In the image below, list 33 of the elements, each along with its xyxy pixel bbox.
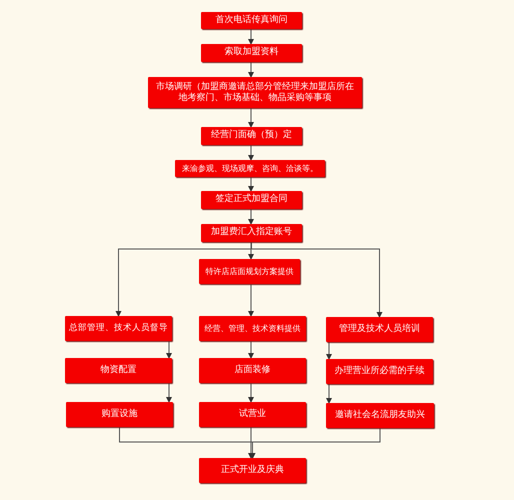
process-box: 特许店店面规划方案提供: [199, 259, 300, 284]
process-box: 市场调研（加盟商邀请总部分管经理来加盟店所在地考察门、市场基础、物品采购等事项: [148, 77, 362, 108]
arrow: [248, 108, 254, 128]
arrow: [248, 176, 254, 192]
arrow: [248, 144, 254, 161]
arrow: [248, 340, 254, 359]
arrow: [166, 382, 172, 403]
process-box: 签定正式加盟合同: [201, 191, 302, 209]
arrow: [326, 384, 332, 404]
arrow: [248, 426, 254, 459]
arrow: [326, 342, 332, 360]
process-box: 物资配置: [65, 358, 172, 383]
process-box: 店面装修: [199, 358, 306, 383]
process-box: 加盟费汇入指定账号: [201, 224, 302, 242]
arrow: [166, 340, 172, 359]
arrow: [251, 242, 382, 318]
process-box: 购置设施: [66, 402, 173, 427]
process-box: 管理及技术人员培训: [326, 317, 433, 342]
process-box: 经营门面确（预）定: [201, 127, 302, 145]
arrow: [248, 382, 254, 403]
process-box: 索取加盟资料: [201, 44, 302, 62]
arrow: [248, 284, 254, 317]
process-box: 试营业: [199, 402, 306, 427]
process-box: 邀请社会名流朋友助兴: [326, 403, 434, 428]
arrow: [248, 28, 254, 45]
arrow: [248, 62, 254, 78]
arrow: [248, 242, 254, 260]
process-box: 首次电话传真询问: [201, 12, 302, 29]
process-box: 正式开业及庆典: [199, 458, 306, 483]
arrow: [248, 208, 254, 225]
arrow: [250, 428, 380, 459]
process-box: 办理营业所必需的手续: [326, 359, 433, 384]
process-box: 总部管理、技术人员督导: [65, 316, 172, 341]
